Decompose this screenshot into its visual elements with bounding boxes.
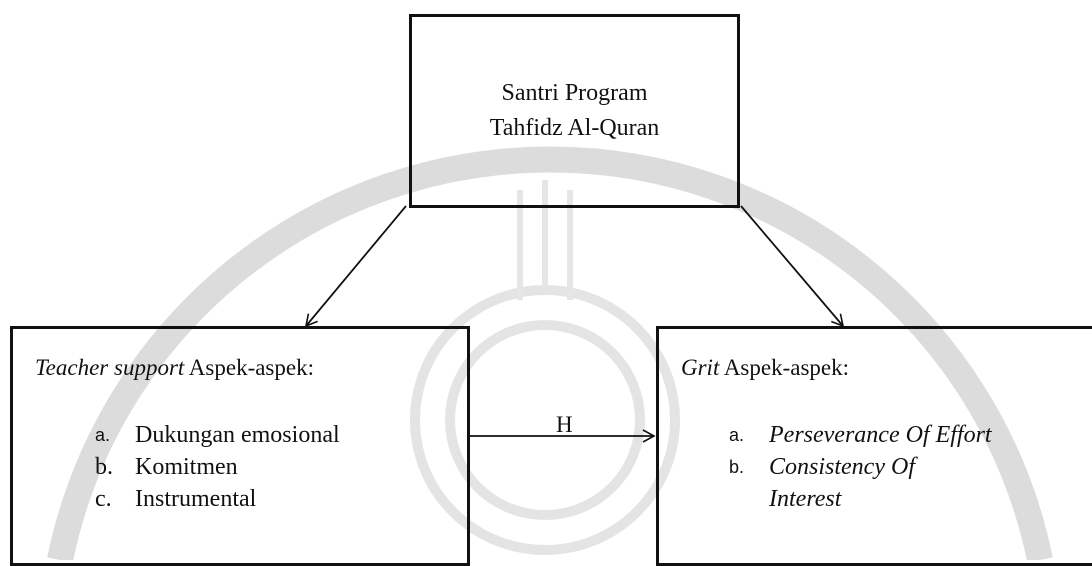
arrow-top-to-right <box>740 205 845 328</box>
list-item: c.Instrumental <box>95 486 257 512</box>
arrow-top-to-left <box>304 205 407 328</box>
list-item: b.Consistency Of <box>729 454 915 480</box>
teacher-support-box: Teacher support Aspek-aspek: a.Dukungan … <box>10 326 470 566</box>
santri-program-box: Santri Program Tahfidz Al-Quran <box>409 14 740 208</box>
top-box-line2: Tahfidz Al-Quran <box>489 115 660 141</box>
list-item: Interest <box>769 486 842 512</box>
teacher-support-aspects-list: a.Dukungan emosional b.Komitmen c.Instru… <box>95 419 340 515</box>
grit-title: Grit Aspek-aspek: <box>681 355 850 380</box>
teacher-support-title: Teacher support Aspek-aspek: <box>35 355 314 380</box>
list-item: a.Perseverance Of Effort <box>729 422 992 448</box>
grit-aspects-list: a.Perseverance Of Effort b.Consistency O… <box>729 419 992 515</box>
hypothesis-label: H <box>556 412 573 437</box>
list-item: a.Dukungan emosional <box>95 422 340 448</box>
top-box-line1: Santri Program <box>501 80 648 106</box>
grit-box: Grit Aspek-aspek: a.Perseverance Of Effo… <box>656 326 1092 566</box>
list-item: b.Komitmen <box>95 454 238 480</box>
